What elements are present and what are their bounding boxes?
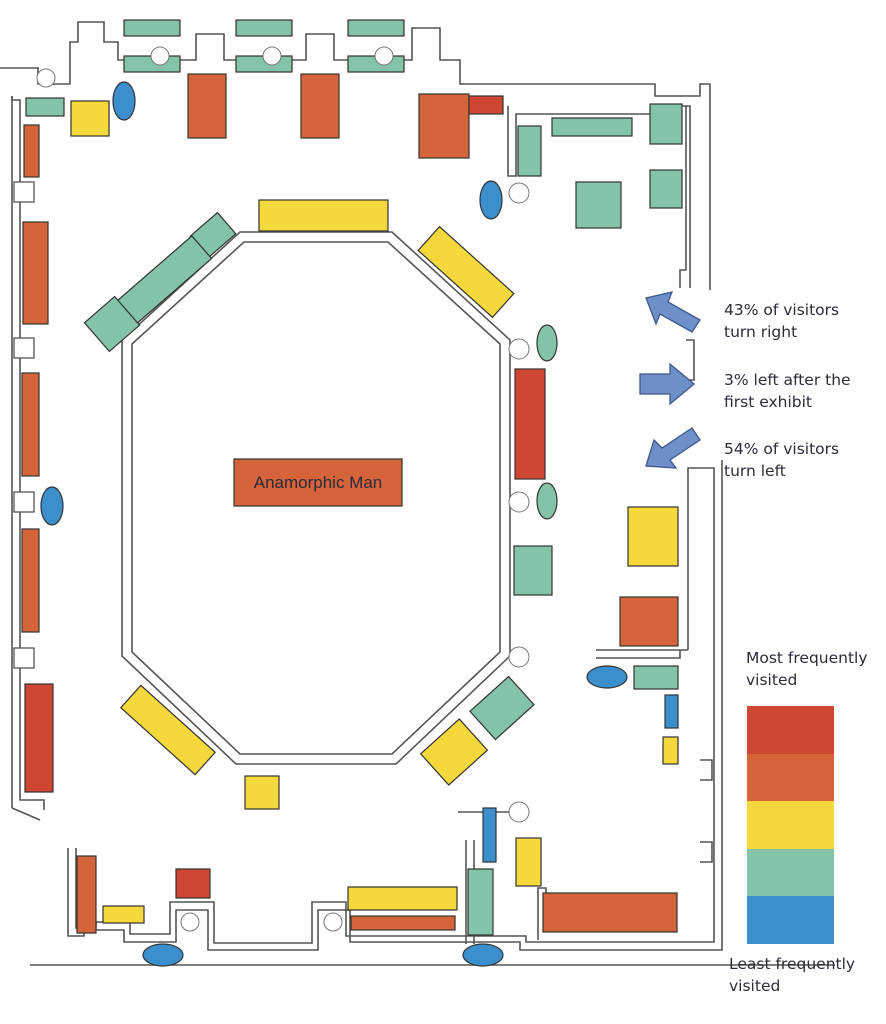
center-exhibit: Anamorphic Man	[233, 458, 403, 507]
direction-arrows	[639, 291, 701, 469]
exhibit	[102, 905, 145, 924]
exhibit	[515, 837, 542, 887]
exhibit	[258, 199, 389, 232]
annotation-turn-left: 54% of visitors turn left	[724, 440, 840, 480]
legend-swatch	[747, 896, 834, 944]
exhibit	[119, 684, 217, 776]
exhibit	[83, 295, 141, 353]
exhibit	[469, 675, 535, 741]
exhibit	[24, 683, 54, 793]
exhibit	[21, 528, 40, 633]
exhibit	[21, 372, 40, 477]
exhibit	[347, 886, 458, 911]
annotation-turn-right: 43% of visitors turn right	[724, 301, 840, 341]
exhibit	[244, 775, 280, 810]
exhibit	[417, 225, 515, 319]
exhibit	[468, 95, 504, 115]
center-exhibit-label: Anamorphic Man	[254, 473, 383, 492]
exhibit	[575, 181, 622, 229]
exhibit	[513, 545, 553, 596]
exhibit	[347, 19, 405, 37]
exhibit	[23, 124, 40, 178]
exhibit	[482, 807, 497, 863]
exhibit	[115, 235, 213, 325]
exhibit	[235, 19, 293, 37]
left-wall-nubs	[13, 181, 35, 669]
outer-walls	[0, 21, 835, 966]
legend-top-label: Most frequently visited	[746, 649, 868, 689]
exhibit	[22, 221, 49, 325]
arrow-turn-left-icon	[645, 427, 701, 469]
legend-swatch	[747, 753, 834, 802]
arrow-turn-right-icon	[645, 291, 701, 333]
exhibit	[662, 736, 679, 765]
exhibit	[649, 103, 683, 145]
exhibit	[300, 73, 340, 139]
exhibit	[649, 169, 683, 209]
exhibit	[187, 73, 227, 139]
annotation-left-after-first: 3% left after the first exhibit	[724, 371, 851, 411]
legend-swatch	[747, 706, 834, 754]
exhibit	[633, 665, 679, 690]
exhibit	[467, 868, 494, 936]
exhibit	[619, 596, 679, 647]
legend-swatch	[747, 801, 834, 849]
exhibit	[123, 19, 181, 37]
legend-swatch	[747, 848, 834, 897]
exhibit	[175, 868, 211, 899]
exhibit	[551, 117, 633, 137]
legend-bottom-label: Least frequently visited	[729, 955, 856, 995]
exhibit	[418, 93, 470, 159]
round-cases	[36, 46, 628, 967]
arrow-left-exit-icon	[639, 362, 696, 406]
exhibit	[627, 506, 679, 567]
exhibit	[350, 915, 456, 931]
legend-color-scale	[747, 706, 834, 944]
exhibit	[76, 855, 97, 934]
exhibit	[664, 694, 679, 729]
central-room	[121, 231, 511, 765]
exhibit	[25, 97, 65, 117]
exhibits	[21, 19, 683, 936]
exhibit	[70, 100, 110, 137]
exhibit	[517, 125, 542, 177]
exhibit	[514, 368, 546, 480]
exhibit	[419, 718, 489, 786]
exhibit	[542, 892, 678, 933]
